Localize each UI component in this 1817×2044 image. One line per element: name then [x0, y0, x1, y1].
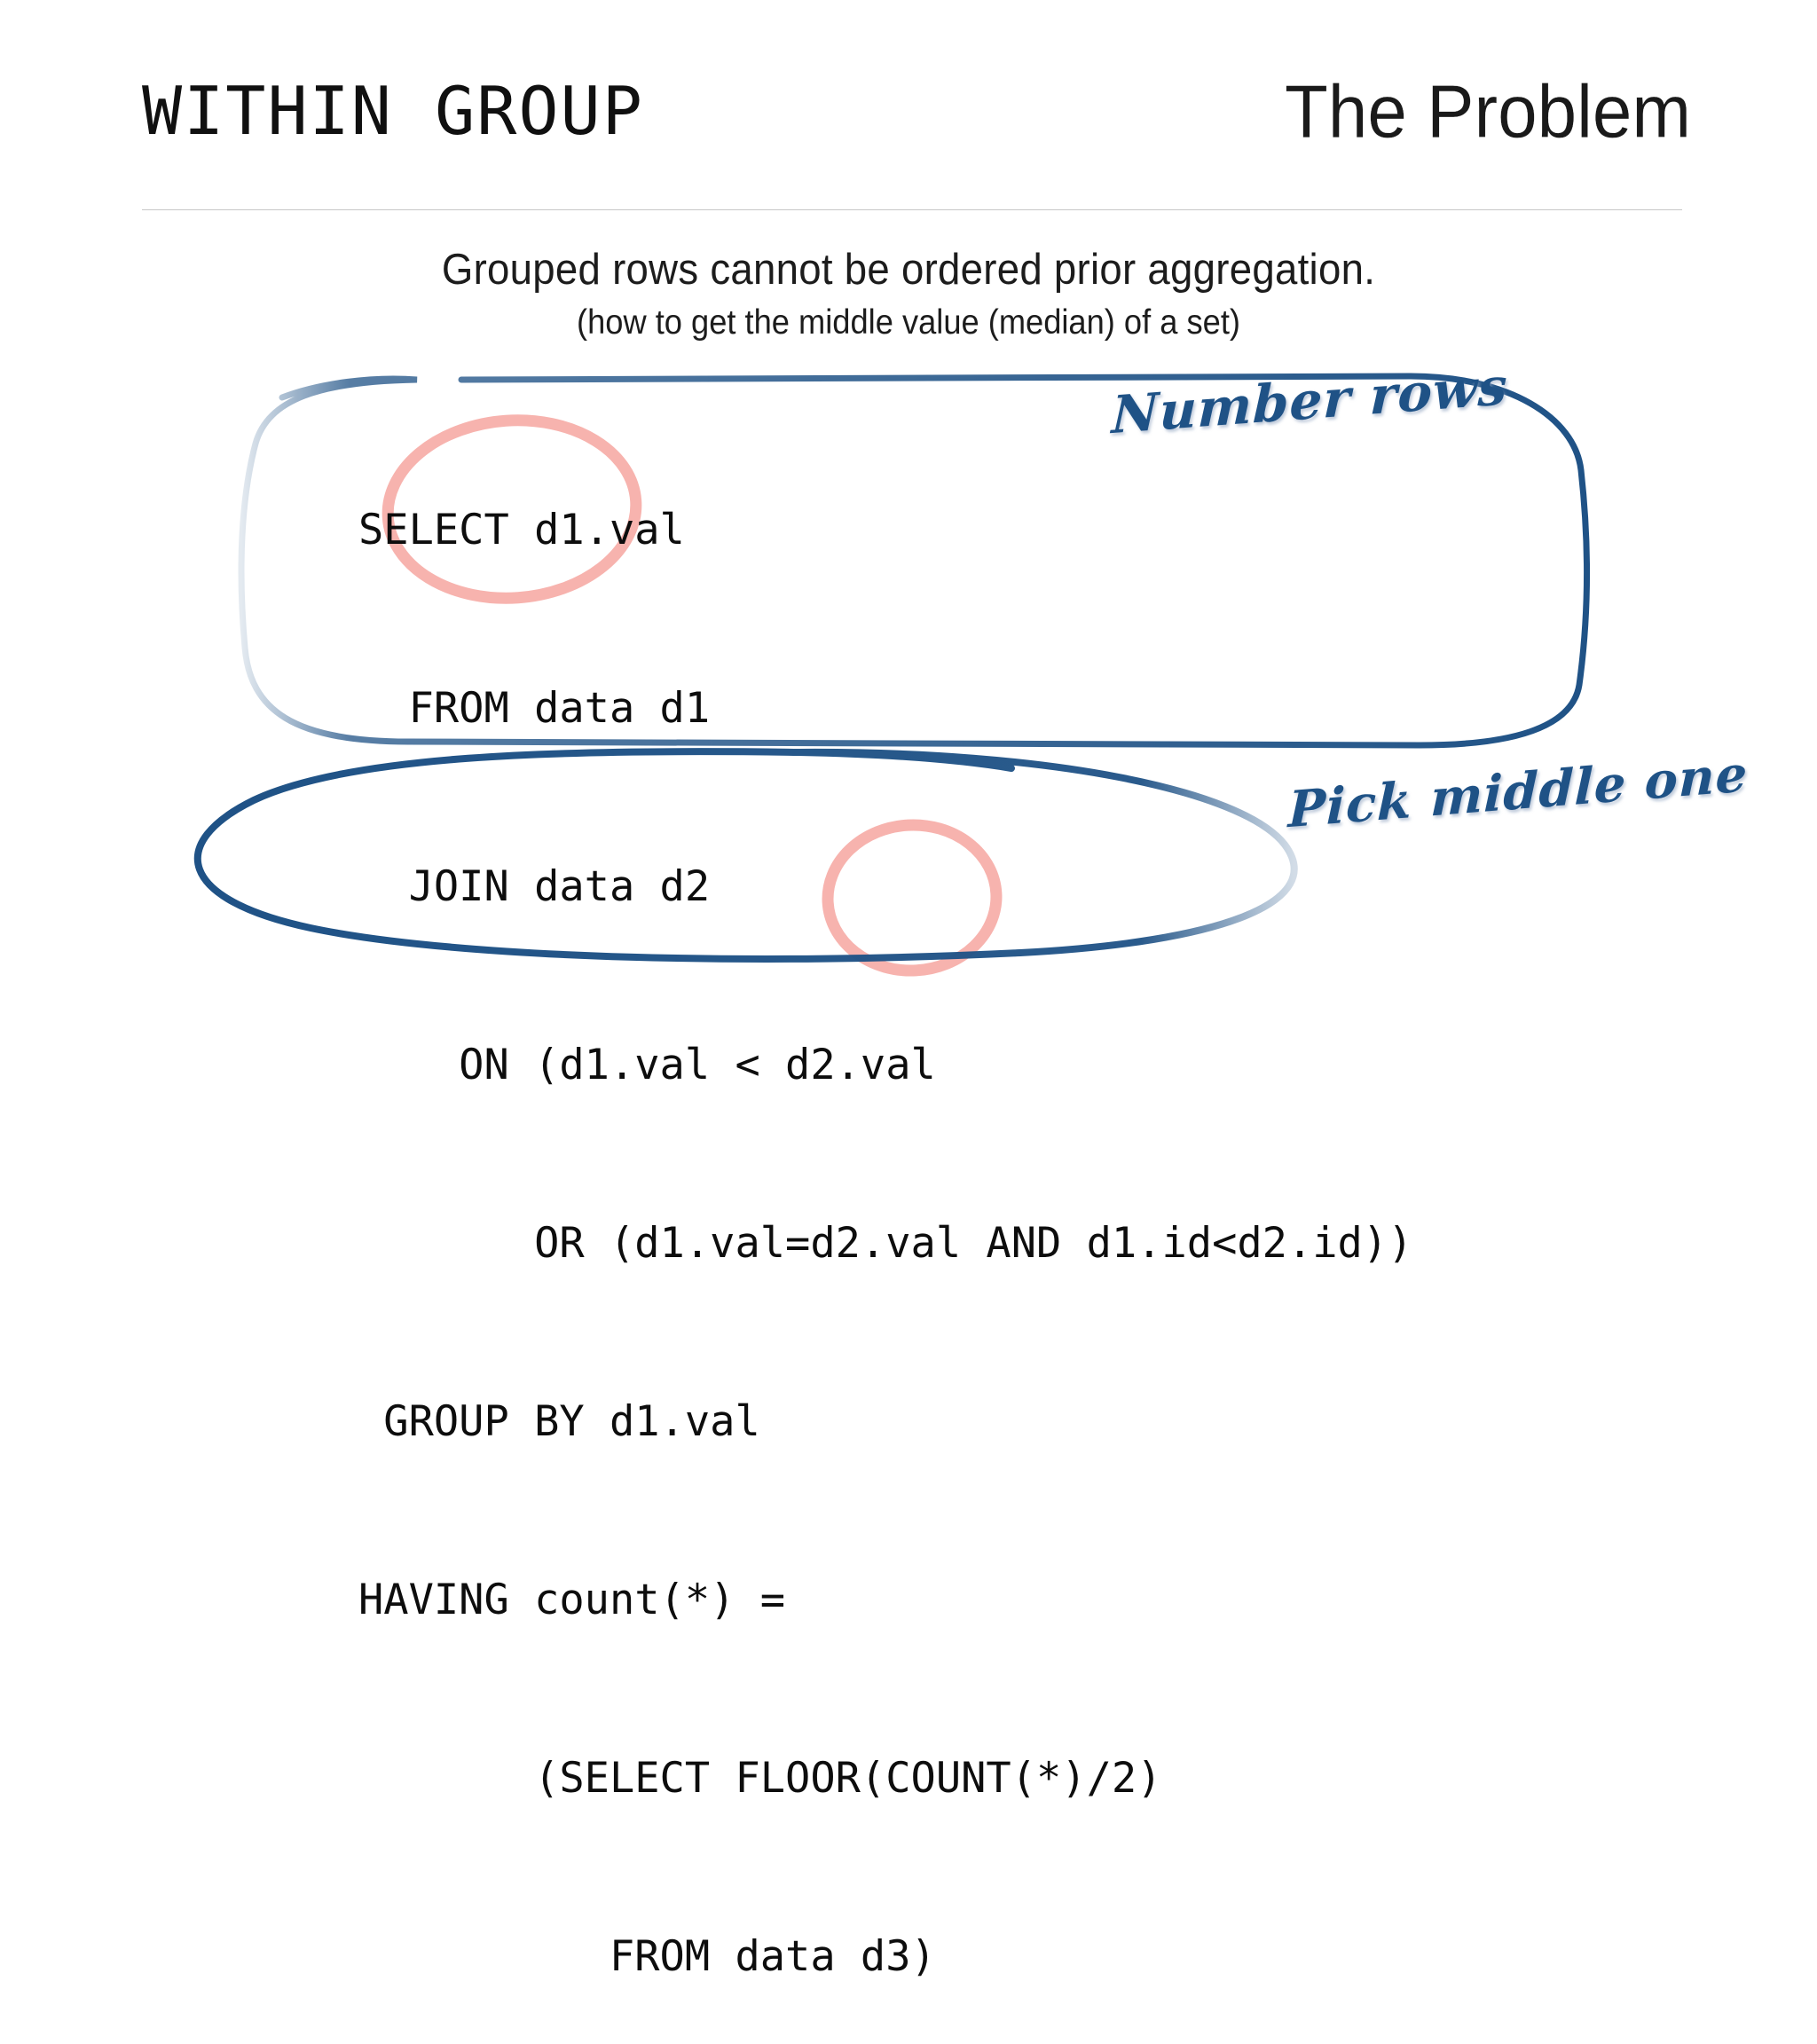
- code-line: FROM data d1: [358, 684, 711, 733]
- code-line: ON (d1.val < d2.val: [358, 1041, 936, 1089]
- lede-secondary-text: (how to get the middle value (median) of…: [577, 303, 1240, 342]
- sql-code-block: SELECT d1.val FROM data d1 JOIN data d2 …: [358, 381, 1412, 2044]
- code-line: HAVING count(*) =: [358, 1576, 786, 1624]
- code-line: FROM data d3): [358, 1932, 936, 1981]
- slide-section-label: The Problem: [1285, 69, 1691, 153]
- lede-block: Grouped rows cannot be ordered prior agg…: [0, 245, 1817, 342]
- slide-header: WITHIN GROUP The Problem: [0, 0, 1817, 209]
- header-divider: [142, 209, 1682, 210]
- lede-primary-text: Grouped rows cannot be ordered prior agg…: [441, 246, 1376, 294]
- slide-canvas: WITHIN GROUP The Problem Grouped rows ca…: [0, 0, 1817, 1981]
- code-line: JOIN data d2: [358, 862, 711, 911]
- code-line: (SELECT FLOOR(COUNT(*)/2): [358, 1754, 1162, 1803]
- code-line: OR (d1.val=d2.val AND d1.id<d2.id)): [358, 1219, 1413, 1268]
- code-line: GROUP BY d1.val: [358, 1397, 760, 1446]
- code-line: SELECT d1.val: [358, 506, 685, 554]
- page-title: WITHIN GROUP: [142, 72, 644, 150]
